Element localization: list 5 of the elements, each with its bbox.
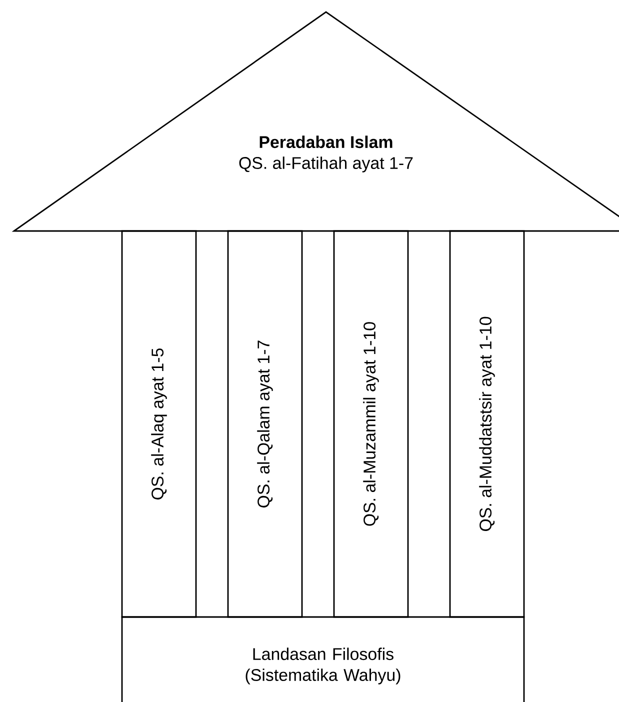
pillar: QS. al-Alaq ayat 1-5 [121,230,197,618]
pillar: QS. al-Muzammil ayat 1-10 [333,230,409,618]
pillar: QS. al-Muddatstsir ayat 1-10 [449,230,525,618]
foundation-box: Landasan Filosofis (Sistematika Wahyu) [121,616,525,702]
pillar: QS. al-Qalam ayat 1-7 [227,230,303,618]
